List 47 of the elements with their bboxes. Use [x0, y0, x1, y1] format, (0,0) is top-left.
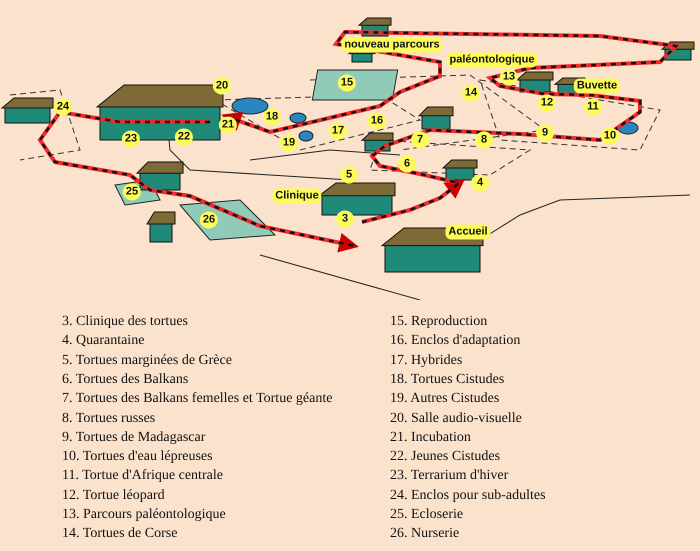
legend-entry: 11. Tortue d'Afrique centrale: [62, 467, 223, 484]
legend-entry: 7. Tortues des Balkans femelles et Tortue géante: [62, 390, 332, 408]
legend-entry: 26. Nurserie: [390, 525, 460, 542]
callout-number: 7: [411, 132, 429, 148]
callout-number: 6: [398, 156, 416, 172]
legend-entry: 5. Tortues marginées de Grèce: [62, 352, 232, 369]
place-label: Buvette: [574, 78, 620, 94]
legend-entry: 15. Reproduction: [390, 313, 488, 330]
callout-number: 20: [212, 78, 232, 94]
callout-number: 10: [600, 128, 620, 144]
callout-number: 5: [340, 166, 358, 184]
place-label: paléontologique: [446, 52, 538, 68]
callout-number: 14: [462, 84, 480, 102]
callout-number: 18: [262, 108, 282, 126]
place-label: Accueil: [445, 224, 491, 240]
legend-entry: 18. Tortues Cistudes: [390, 370, 504, 388]
legend-entry: 22. Jeunes Cistudes: [390, 448, 500, 466]
legend-entry: 9. Tortues de Madagascar: [62, 428, 206, 446]
legend-entry: 24. Enclos pour sub-adultes: [390, 486, 546, 504]
callout-number: 12: [538, 94, 556, 112]
legend-entry: 16. Enclos d'adaptation: [390, 332, 520, 350]
legend-entry: 19. Autres Cistudes: [390, 390, 500, 408]
callout-number: 13: [500, 68, 518, 86]
callout-number: 8: [475, 132, 493, 148]
legend-entry: 23. Terrarium d'hiver: [390, 467, 508, 484]
legend-entry: 21. Incubation: [390, 428, 471, 446]
callout-number: 19: [280, 134, 298, 152]
place-label: Clinique: [272, 188, 322, 204]
callout-number: 4: [471, 174, 489, 192]
legend-entry: 4. Quarantaine: [62, 332, 144, 350]
callout-number: 9: [536, 124, 554, 142]
callout-number: 24: [54, 98, 72, 116]
legend-entry: 3. Clinique des tortues: [62, 313, 188, 330]
legend-entry: 25. Ecloserie: [390, 506, 464, 523]
legend-entry: 14. Tortues de Corse: [62, 525, 178, 542]
callout-number: 17: [328, 122, 348, 140]
callout-number: 3: [336, 210, 354, 228]
legend-entry: 20. Salle audio-visuelle: [390, 410, 522, 426]
callout-number: 16: [368, 112, 386, 130]
legend-entry: 8. Tortues russes: [62, 410, 156, 426]
callout-number: 11: [584, 98, 602, 116]
legend-entry: 10. Tortues d'eau lépreuses: [62, 448, 213, 466]
place-label: nouveau parcours: [341, 38, 443, 52]
legend-entry: 6. Tortues des Balkans: [62, 370, 188, 388]
legend-entry: 13. Parcours paléontologique: [62, 506, 226, 523]
legend-entry: 17. Hybrides: [390, 352, 462, 369]
legend-entry: 12. Tortue léopard: [62, 486, 165, 504]
